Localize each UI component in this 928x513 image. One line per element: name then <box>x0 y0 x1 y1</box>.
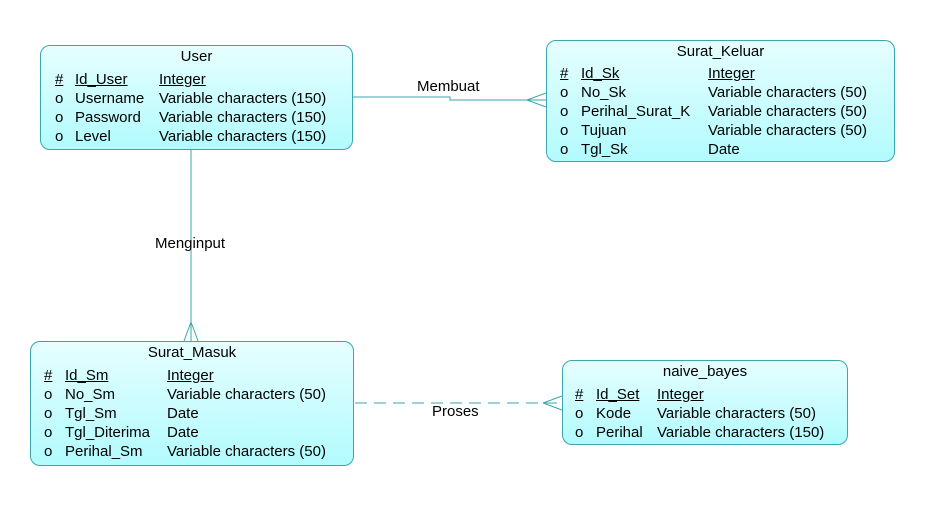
entity-surat-keluar[interactable]: Surat_Keluar # Id_Sk Integer o No_Sk Var… <box>546 40 895 162</box>
attribute-type: Integer <box>159 71 206 88</box>
entity-title: Surat_Keluar <box>676 43 765 60</box>
attribute-marker: # <box>575 386 584 403</box>
relationship-membuat-line <box>353 92 547 108</box>
attribute-type: Variable characters (50) <box>708 122 867 139</box>
attribute-name: Id_Sm <box>65 367 109 384</box>
attribute-row: o Perihal_Sm Variable characters (50) <box>31 442 353 461</box>
attribute-row: o Tgl_Sk Date <box>547 140 894 159</box>
entity-naive-bayes[interactable]: naive_bayes # Id_Set Integer o Kode Vari… <box>562 360 848 445</box>
attribute-name: Tujuan <box>581 122 627 139</box>
attribute-name: Id_User <box>75 71 128 88</box>
attribute-type: Variable characters (150) <box>657 424 825 441</box>
attribute-name: Password <box>75 109 141 126</box>
attribute-marker: o <box>560 122 569 139</box>
attribute-type: Variable characters (50) <box>708 84 867 101</box>
attribute-row: o Level Variable characters (150) <box>41 127 352 146</box>
attribute-marker: o <box>575 405 584 422</box>
attribute-name: Perihal_Surat_K <box>581 103 691 120</box>
attribute-row: o Kode Variable characters (50) <box>563 404 847 423</box>
relationship-label-membuat: Membuat <box>417 78 480 95</box>
attribute-type: Variable characters (50) <box>167 443 326 460</box>
attribute-row: o No_Sk Variable characters (50) <box>547 83 894 102</box>
attribute-type: Integer <box>708 65 755 82</box>
attribute-type: Variable characters (50) <box>657 405 816 422</box>
attribute-marker: o <box>55 109 64 126</box>
attribute-name: Level <box>75 128 111 145</box>
attribute-name: No_Sm <box>65 386 116 403</box>
attribute-row: o Username Variable characters (150) <box>41 89 352 108</box>
attribute-marker: # <box>55 71 64 88</box>
attribute-marker: o <box>575 424 584 441</box>
attribute-marker: o <box>560 103 569 120</box>
attribute-row: # Id_Sk Integer <box>547 64 894 83</box>
attribute-type: Variable characters (50) <box>708 103 867 120</box>
entity-title: naive_bayes <box>662 363 748 380</box>
attribute-row: o Password Variable characters (150) <box>41 108 352 127</box>
attribute-type: Date <box>167 405 199 422</box>
attribute-name: Tgl_Sm <box>65 405 117 422</box>
attribute-row: o Perihal_Surat_K Variable characters (5… <box>547 102 894 121</box>
attribute-name: Perihal_Sm <box>65 443 143 460</box>
relationship-proses-line <box>355 395 563 411</box>
attribute-type: Integer <box>657 386 704 403</box>
attribute-row: o Perihal Variable characters (150) <box>563 423 847 442</box>
attribute-row: # Id_Set Integer <box>563 385 847 404</box>
attribute-name: Perihal <box>596 424 643 441</box>
entity-title: Surat_Masuk <box>147 344 237 361</box>
attribute-marker: o <box>44 386 53 403</box>
attribute-marker: o <box>560 84 569 101</box>
attribute-marker: o <box>55 90 64 107</box>
attribute-marker: # <box>44 367 53 384</box>
attribute-type: Variable characters (50) <box>167 386 326 403</box>
attribute-row: # Id_Sm Integer <box>31 366 353 385</box>
attribute-name: Kode <box>596 405 632 422</box>
attribute-marker: o <box>55 128 64 145</box>
attribute-row: o No_Sm Variable characters (50) <box>31 385 353 404</box>
attribute-row: o Tujuan Variable characters (50) <box>547 121 894 140</box>
attribute-marker: # <box>560 65 569 82</box>
attribute-type: Integer <box>167 367 214 384</box>
attribute-marker: o <box>44 443 53 460</box>
attribute-type: Variable characters (150) <box>159 109 327 126</box>
attribute-name: Id_Sk <box>581 65 620 82</box>
attribute-row: # Id_User Integer <box>41 70 352 89</box>
attribute-marker: o <box>44 405 53 422</box>
relationship-label-proses: Proses <box>432 403 479 420</box>
attribute-type: Date <box>167 424 199 441</box>
attribute-row: o Tgl_Sm Date <box>31 404 353 423</box>
attribute-name: Tgl_Diterima <box>65 424 151 441</box>
attribute-marker: o <box>44 424 53 441</box>
attribute-name: Tgl_Sk <box>581 141 628 158</box>
entity-surat-masuk[interactable]: Surat_Masuk # Id_Sm Integer o No_Sm Vari… <box>30 341 354 466</box>
relationship-label-menginput: Menginput <box>155 235 226 252</box>
attribute-row: o Tgl_Diterima Date <box>31 423 353 442</box>
attribute-name: Username <box>75 90 145 107</box>
attribute-name: No_Sk <box>581 84 627 101</box>
attribute-name: Id_Set <box>596 386 640 403</box>
attribute-type: Date <box>708 141 740 158</box>
attribute-type: Variable characters (150) <box>159 128 327 145</box>
entity-title: User <box>180 48 213 65</box>
attribute-marker: o <box>560 141 569 158</box>
attribute-type: Variable characters (150) <box>159 90 327 107</box>
relationship-menginput-line <box>183 150 199 342</box>
entity-user[interactable]: User # Id_User Integer o Username Variab… <box>40 45 353 150</box>
